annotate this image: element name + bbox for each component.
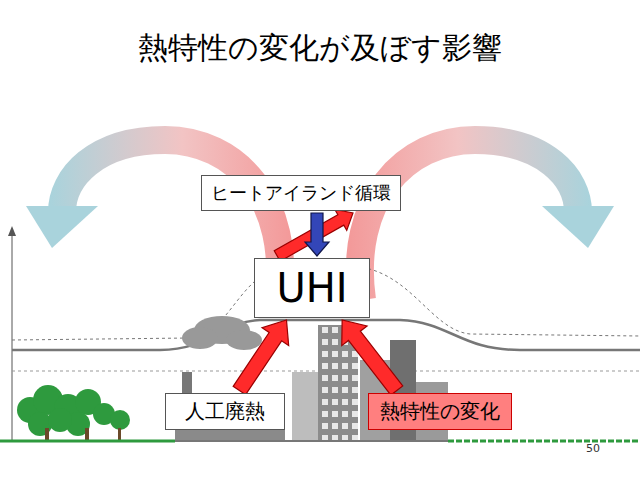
source-box: 熱特性の変化	[368, 393, 512, 430]
ground-line	[0, 440, 175, 443]
node-text: 熱特性の変化	[380, 398, 500, 425]
block-arrow	[342, 320, 403, 395]
page-number: 50	[586, 442, 600, 455]
trees	[17, 385, 130, 440]
block-arrow	[305, 213, 329, 256]
source-box: 人工廃熱	[165, 393, 285, 430]
node-text: ヒートアイランド循環	[211, 181, 391, 205]
cycle-box: ヒートアイランド循環	[201, 175, 401, 211]
node-text: UHI	[276, 265, 347, 311]
block-arrow	[233, 320, 289, 395]
uhi-box: UHI	[254, 258, 370, 318]
ground-line	[448, 440, 640, 443]
vertical-axis	[8, 226, 16, 442]
node-text: 人工廃熱	[185, 398, 265, 425]
slide-title: 熱特性の変化が及ぼす影響	[0, 28, 640, 69]
ground-line	[175, 440, 448, 442]
block-arrow	[274, 209, 353, 261]
